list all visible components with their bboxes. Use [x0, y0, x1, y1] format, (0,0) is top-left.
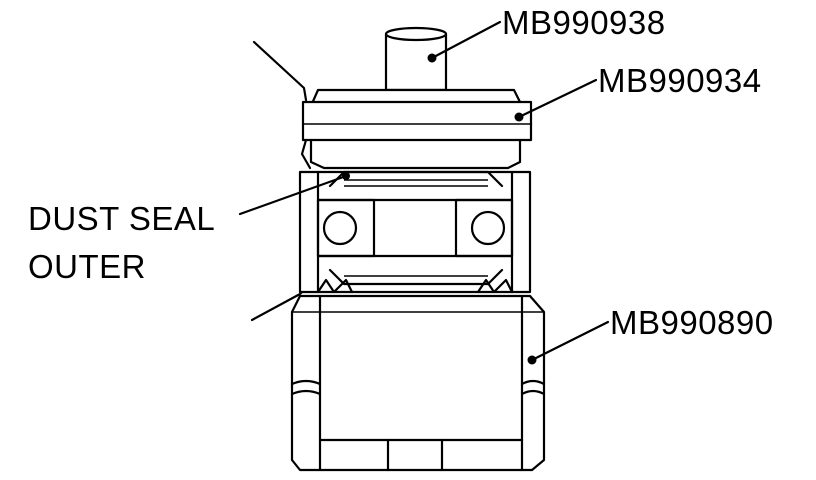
tool-installer-mb990934	[301, 88, 533, 170]
hub-housing	[298, 170, 532, 294]
leader-lines	[238, 20, 610, 362]
tool-shaft-mb990938	[384, 26, 448, 92]
label-mb990934: MB990934	[598, 62, 762, 99]
label-dust-seal: DUST SEAL	[28, 200, 215, 237]
label-mb990938: MB990938	[502, 4, 666, 41]
label-mb990890: MB990890	[610, 304, 774, 341]
label-outer: OUTER	[28, 248, 146, 285]
tool-support-mb990890	[290, 294, 546, 472]
